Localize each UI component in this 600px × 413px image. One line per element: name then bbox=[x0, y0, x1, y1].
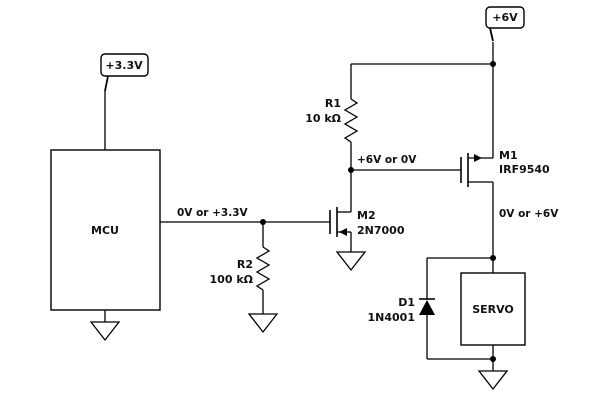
flag-tail bbox=[104, 75, 109, 92]
ground-triangle bbox=[89, 321, 121, 342]
m2-ref: M2 bbox=[357, 209, 376, 222]
ground-symbol-r2 bbox=[247, 313, 279, 334]
net-6v-rail bbox=[351, 42, 496, 158]
flag-tail bbox=[489, 27, 494, 42]
ground-triangle bbox=[335, 251, 367, 272]
resistor-r2: R2 100 kΩ bbox=[210, 222, 271, 314]
r2-ref: R2 bbox=[237, 258, 253, 271]
resistor-r1: R1 10 kΩ bbox=[305, 64, 359, 170]
resistor-zigzag bbox=[255, 246, 271, 291]
mcu-block: MCU bbox=[50, 149, 161, 311]
power-flag-6v: +6V bbox=[485, 6, 525, 42]
mosfet-m2: M2 2N7000 bbox=[329, 170, 405, 252]
power-flag-3v3: +3.3V bbox=[100, 53, 149, 150]
r1-value: 10 kΩ bbox=[305, 112, 341, 125]
ground-triangle bbox=[477, 370, 509, 391]
servo-label: SERVO bbox=[472, 303, 514, 316]
m1-part: IRF9540 bbox=[499, 163, 550, 176]
d1-part: 1N4001 bbox=[368, 311, 415, 324]
net-servo-supply: 0V or +6V bbox=[490, 182, 559, 273]
m1-ref: M1 bbox=[499, 149, 518, 162]
net-label-mcu-out: 0V or +3.3V bbox=[177, 207, 249, 219]
mcu-box bbox=[50, 149, 161, 311]
mosfet-m1: M1 IRF9540 bbox=[460, 149, 550, 187]
servo-box bbox=[460, 272, 526, 346]
diode-triangle bbox=[419, 300, 435, 315]
ground-triangle bbox=[247, 313, 279, 334]
flag-box bbox=[485, 6, 525, 29]
resistor-zigzag bbox=[343, 98, 359, 143]
net-mcu-output: 0V or +3.3V bbox=[160, 207, 330, 225]
ground-symbol-m2 bbox=[335, 251, 367, 272]
net-label-servo-supply: 0V or +6V bbox=[499, 208, 559, 220]
m2-part: 2N7000 bbox=[357, 224, 405, 237]
net-m2-drain: +6V or 0V bbox=[348, 154, 461, 173]
flag-box bbox=[100, 53, 149, 77]
r2-value: 100 kΩ bbox=[210, 273, 254, 286]
ground-symbol-mcu bbox=[89, 310, 121, 342]
diode-d1: D1 1N4001 bbox=[368, 257, 496, 362]
r1-ref: R1 bbox=[325, 97, 341, 110]
servo-block: SERVO bbox=[460, 272, 526, 346]
ground-symbol-servo bbox=[477, 345, 509, 391]
mosfet-arrow bbox=[339, 228, 347, 236]
mcu-label: MCU bbox=[91, 224, 119, 237]
supply-label-3v3: +3.3V bbox=[105, 59, 143, 72]
d1-ref: D1 bbox=[398, 296, 415, 309]
net-label-m2-drain: +6V or 0V bbox=[357, 154, 417, 166]
supply-label-6v: +6V bbox=[492, 11, 518, 24]
mosfet-arrow bbox=[474, 154, 482, 162]
